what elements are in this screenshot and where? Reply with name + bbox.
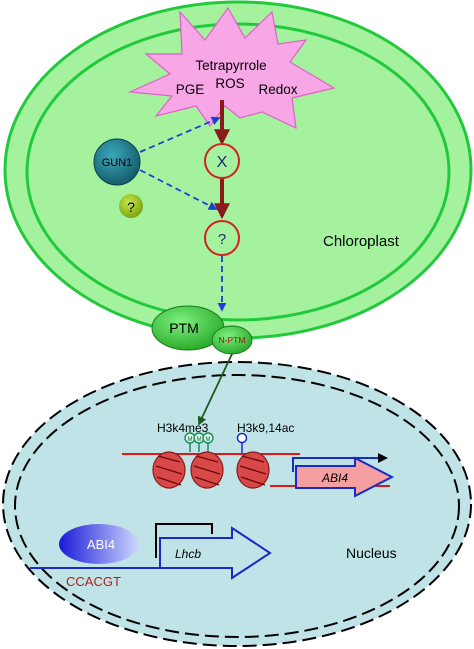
histone-mark-h3k9-14ac: H3k9,14ac	[237, 421, 294, 435]
lhcb-gene: Lhcb	[155, 523, 272, 580]
acetylation-mark	[236, 432, 248, 454]
gun1-protein: GUN1	[93, 138, 141, 186]
node-x: X	[204, 143, 240, 179]
unknown-factor-circle	[119, 194, 143, 218]
methyl-symbol-1: M	[188, 437, 193, 443]
signal-label-redox: Redox	[258, 82, 297, 97]
lhcb-transcription-start	[155, 523, 213, 558]
nucleosome-2	[190, 451, 224, 489]
methyl-mark-3	[202, 432, 214, 444]
histone-mark-h3k4me3: H3k4me3	[157, 421, 209, 435]
nucleosome-1-wrap	[155, 455, 183, 486]
node-unknown-signal-label: ?	[218, 231, 226, 248]
nucleus	[2, 361, 472, 647]
abi4-protein-ellipse	[59, 524, 139, 564]
node-unknown-signal: ?	[204, 220, 240, 256]
methylation-marks: M M M	[184, 432, 214, 452]
abi4-gene: ABI4	[292, 453, 395, 498]
signal-label-ros: ROS	[215, 76, 244, 91]
signal-label-pge: PGE	[176, 82, 205, 97]
promoter-element-label: CCACGT	[66, 574, 121, 589]
nucleosome-3	[236, 451, 270, 489]
dashed-arrow-gun1-to-unknown	[139, 169, 218, 210]
n-ptm-label: N-PTM	[219, 335, 246, 345]
signal-label-tetrapyrrole: Tetrapyrrole	[195, 58, 266, 73]
nucleus-label: Nucleus	[346, 545, 397, 561]
ptm-protein: PTM	[151, 305, 225, 351]
unknown-factor: ?	[119, 194, 143, 218]
nucleus-inner-envelope	[14, 374, 460, 638]
dashed-arrow-gun1-to-star	[139, 116, 221, 153]
gun1-circle	[93, 138, 141, 186]
nucleus-outer-envelope	[2, 361, 472, 647]
methyl-symbol-3: M	[206, 437, 211, 443]
signal-starburst	[127, 6, 336, 130]
acetyl-circle	[236, 432, 248, 444]
abi4-protein: ABI4	[59, 524, 139, 564]
methyl-symbol-2: M	[197, 437, 202, 443]
lhcb-gene-arrow	[159, 526, 272, 580]
abi4-protein-label: ABI4	[87, 537, 115, 552]
abi4-gene-label: ABI4	[321, 471, 348, 485]
node-x-circle	[204, 143, 240, 179]
gun1-label: GUN1	[102, 157, 133, 169]
node-x-label: X	[217, 154, 228, 171]
n-ptm-protein: N-PTM	[211, 325, 253, 355]
chloroplast-inner-membrane	[25, 22, 451, 322]
abi4-gene-arrow	[295, 456, 395, 498]
chloroplast	[3, 0, 473, 340]
arrow-nptm-to-chromatin	[197, 353, 233, 426]
nucleosome-2-wrap	[193, 455, 221, 486]
nucleosome-1	[152, 451, 186, 489]
lhcb-gene-label: Lhcb	[175, 547, 201, 561]
node-unknown-signal-circle	[204, 220, 240, 256]
unknown-factor-label: ?	[127, 199, 135, 215]
ptm-label: PTM	[169, 320, 199, 336]
chloroplast-label: Chloroplast	[323, 233, 400, 250]
signal-star: Tetrapyrrole ROS PGE Redox	[127, 6, 336, 130]
nucleosome-3-wrap	[239, 455, 267, 486]
